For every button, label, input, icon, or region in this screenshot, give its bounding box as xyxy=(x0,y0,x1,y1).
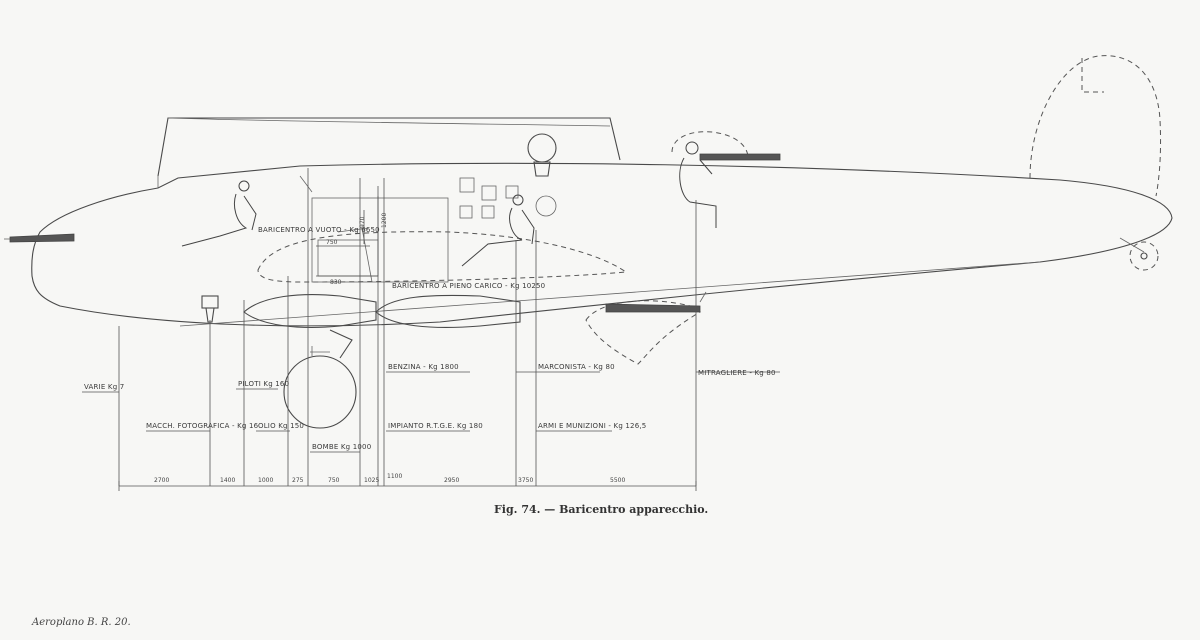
dim-275: 275 xyxy=(292,477,304,484)
pilot-figure xyxy=(181,180,257,247)
camera xyxy=(201,295,219,323)
label-marconista: MARCONISTA - Kg 80 xyxy=(538,363,615,371)
cockpit-canopy xyxy=(157,117,621,177)
dimension-baseline xyxy=(118,481,697,491)
figure-caption: Fig. 74. — Baricentro apparecchio. xyxy=(494,503,709,516)
dorsal-turret xyxy=(671,131,749,157)
label-olio: OLIO Kg 150 xyxy=(258,422,304,430)
label-benzina: BENZINA - Kg 1800 xyxy=(388,363,459,371)
label-bombe: BOMBE Kg 1000 xyxy=(312,443,371,451)
wing-profile xyxy=(257,231,628,283)
dim-2950: 2950 xyxy=(444,477,459,484)
dim-5500: 5500 xyxy=(610,477,625,484)
dim-1100: 1100 xyxy=(387,473,402,480)
bottom-dimension-labels: 2700 1400 1000 275 750 1025 1100 2950 37… xyxy=(154,473,625,484)
tail-fin xyxy=(1029,55,1162,197)
dim-1000: 1000 xyxy=(258,477,273,484)
fuselage-outline xyxy=(4,162,1173,327)
ventral-gun xyxy=(605,303,701,313)
station-lines xyxy=(118,168,697,486)
dim-c750: 750 xyxy=(326,239,338,246)
astrodome xyxy=(527,133,557,177)
dim-1025: 1025 xyxy=(364,477,379,484)
radio-operator-figure xyxy=(461,194,535,267)
dim-c970: 970 xyxy=(359,216,366,228)
label-varie: VARIE Kg 7 xyxy=(84,383,124,391)
box-dimension-labels: 750 830 970 1200 xyxy=(326,213,388,286)
dim-750: 750 xyxy=(328,477,340,484)
label-mitragliere: MITRAGLIERE - Kg 80 xyxy=(698,369,776,377)
label-macch-fotografica: MACCH. FOTOGRAFICA - Kg 16 xyxy=(146,422,259,430)
box-dimensions xyxy=(316,196,379,277)
label-leaders xyxy=(82,371,780,453)
cg-labels: BARICENTRO A VUOTO - Kg 6650 BARICENTRO … xyxy=(258,226,545,290)
weight-labels: VARIE Kg 7 MACCH. FOTOGRAFICA - Kg 16 PI… xyxy=(84,363,776,451)
tail-wheel xyxy=(1119,237,1159,271)
page-footer: Aeroplano B. R. 20. xyxy=(32,617,131,628)
dim-1400: 1400 xyxy=(220,477,235,484)
bomb xyxy=(283,329,357,429)
label-armi: ARMI E MUNIZIONI - Kg 126,5 xyxy=(538,422,646,430)
label-impianto: IMPIANTO R.T.G.E. Kg 180 xyxy=(388,422,483,430)
dim-3750: 3750 xyxy=(518,477,533,484)
dim-c830: 830 xyxy=(330,279,342,286)
label-cg-empty: BARICENTRO A VUOTO - Kg 6650 xyxy=(258,226,380,234)
label-piloti: PILOTI Kg 160 xyxy=(238,380,289,388)
gunner-figure xyxy=(679,141,781,228)
label-cg-loaded: BARICENTRO A PIENO CARICO - Kg 10250 xyxy=(392,282,545,290)
dim-2700: 2700 xyxy=(154,477,169,484)
fuel-tanks xyxy=(243,294,521,328)
dim-c1200: 1200 xyxy=(381,213,388,228)
